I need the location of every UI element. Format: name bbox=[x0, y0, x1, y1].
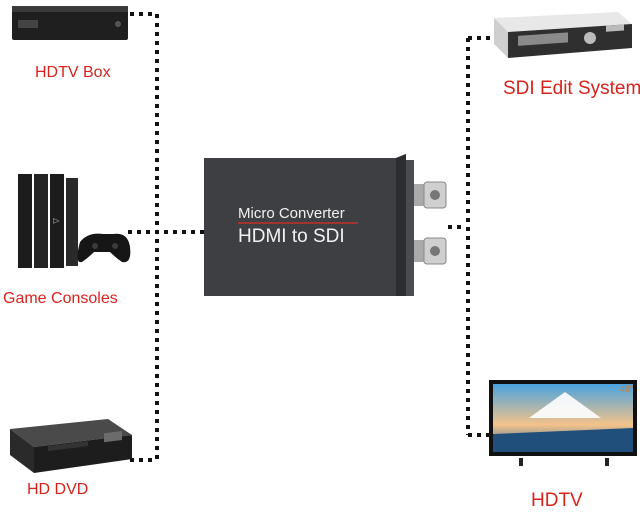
tv-size-badge: 49" bbox=[620, 384, 634, 394]
converter-line1: Micro Converter bbox=[238, 205, 345, 222]
game-consoles-label: Game Consoles bbox=[3, 290, 118, 307]
sdi-edit-system-image bbox=[488, 8, 634, 60]
game-console-image: ⊳ bbox=[18, 172, 133, 272]
hdtv-box-image bbox=[10, 0, 130, 44]
sdi-edit-system-label: SDI Edit System bbox=[503, 78, 640, 99]
hd-dvd-label: HD DVD bbox=[27, 481, 89, 498]
hdtv-label: HDTV bbox=[531, 490, 583, 511]
hdtv-image bbox=[489, 378, 639, 470]
svg-text:⊳: ⊳ bbox=[52, 216, 60, 227]
hdtv-box-label: HDTV Box bbox=[35, 64, 111, 81]
hd-dvd-image bbox=[8, 415, 133, 475]
converter-line2: HDMI to SDI bbox=[238, 226, 345, 247]
converter-image bbox=[204, 154, 450, 300]
